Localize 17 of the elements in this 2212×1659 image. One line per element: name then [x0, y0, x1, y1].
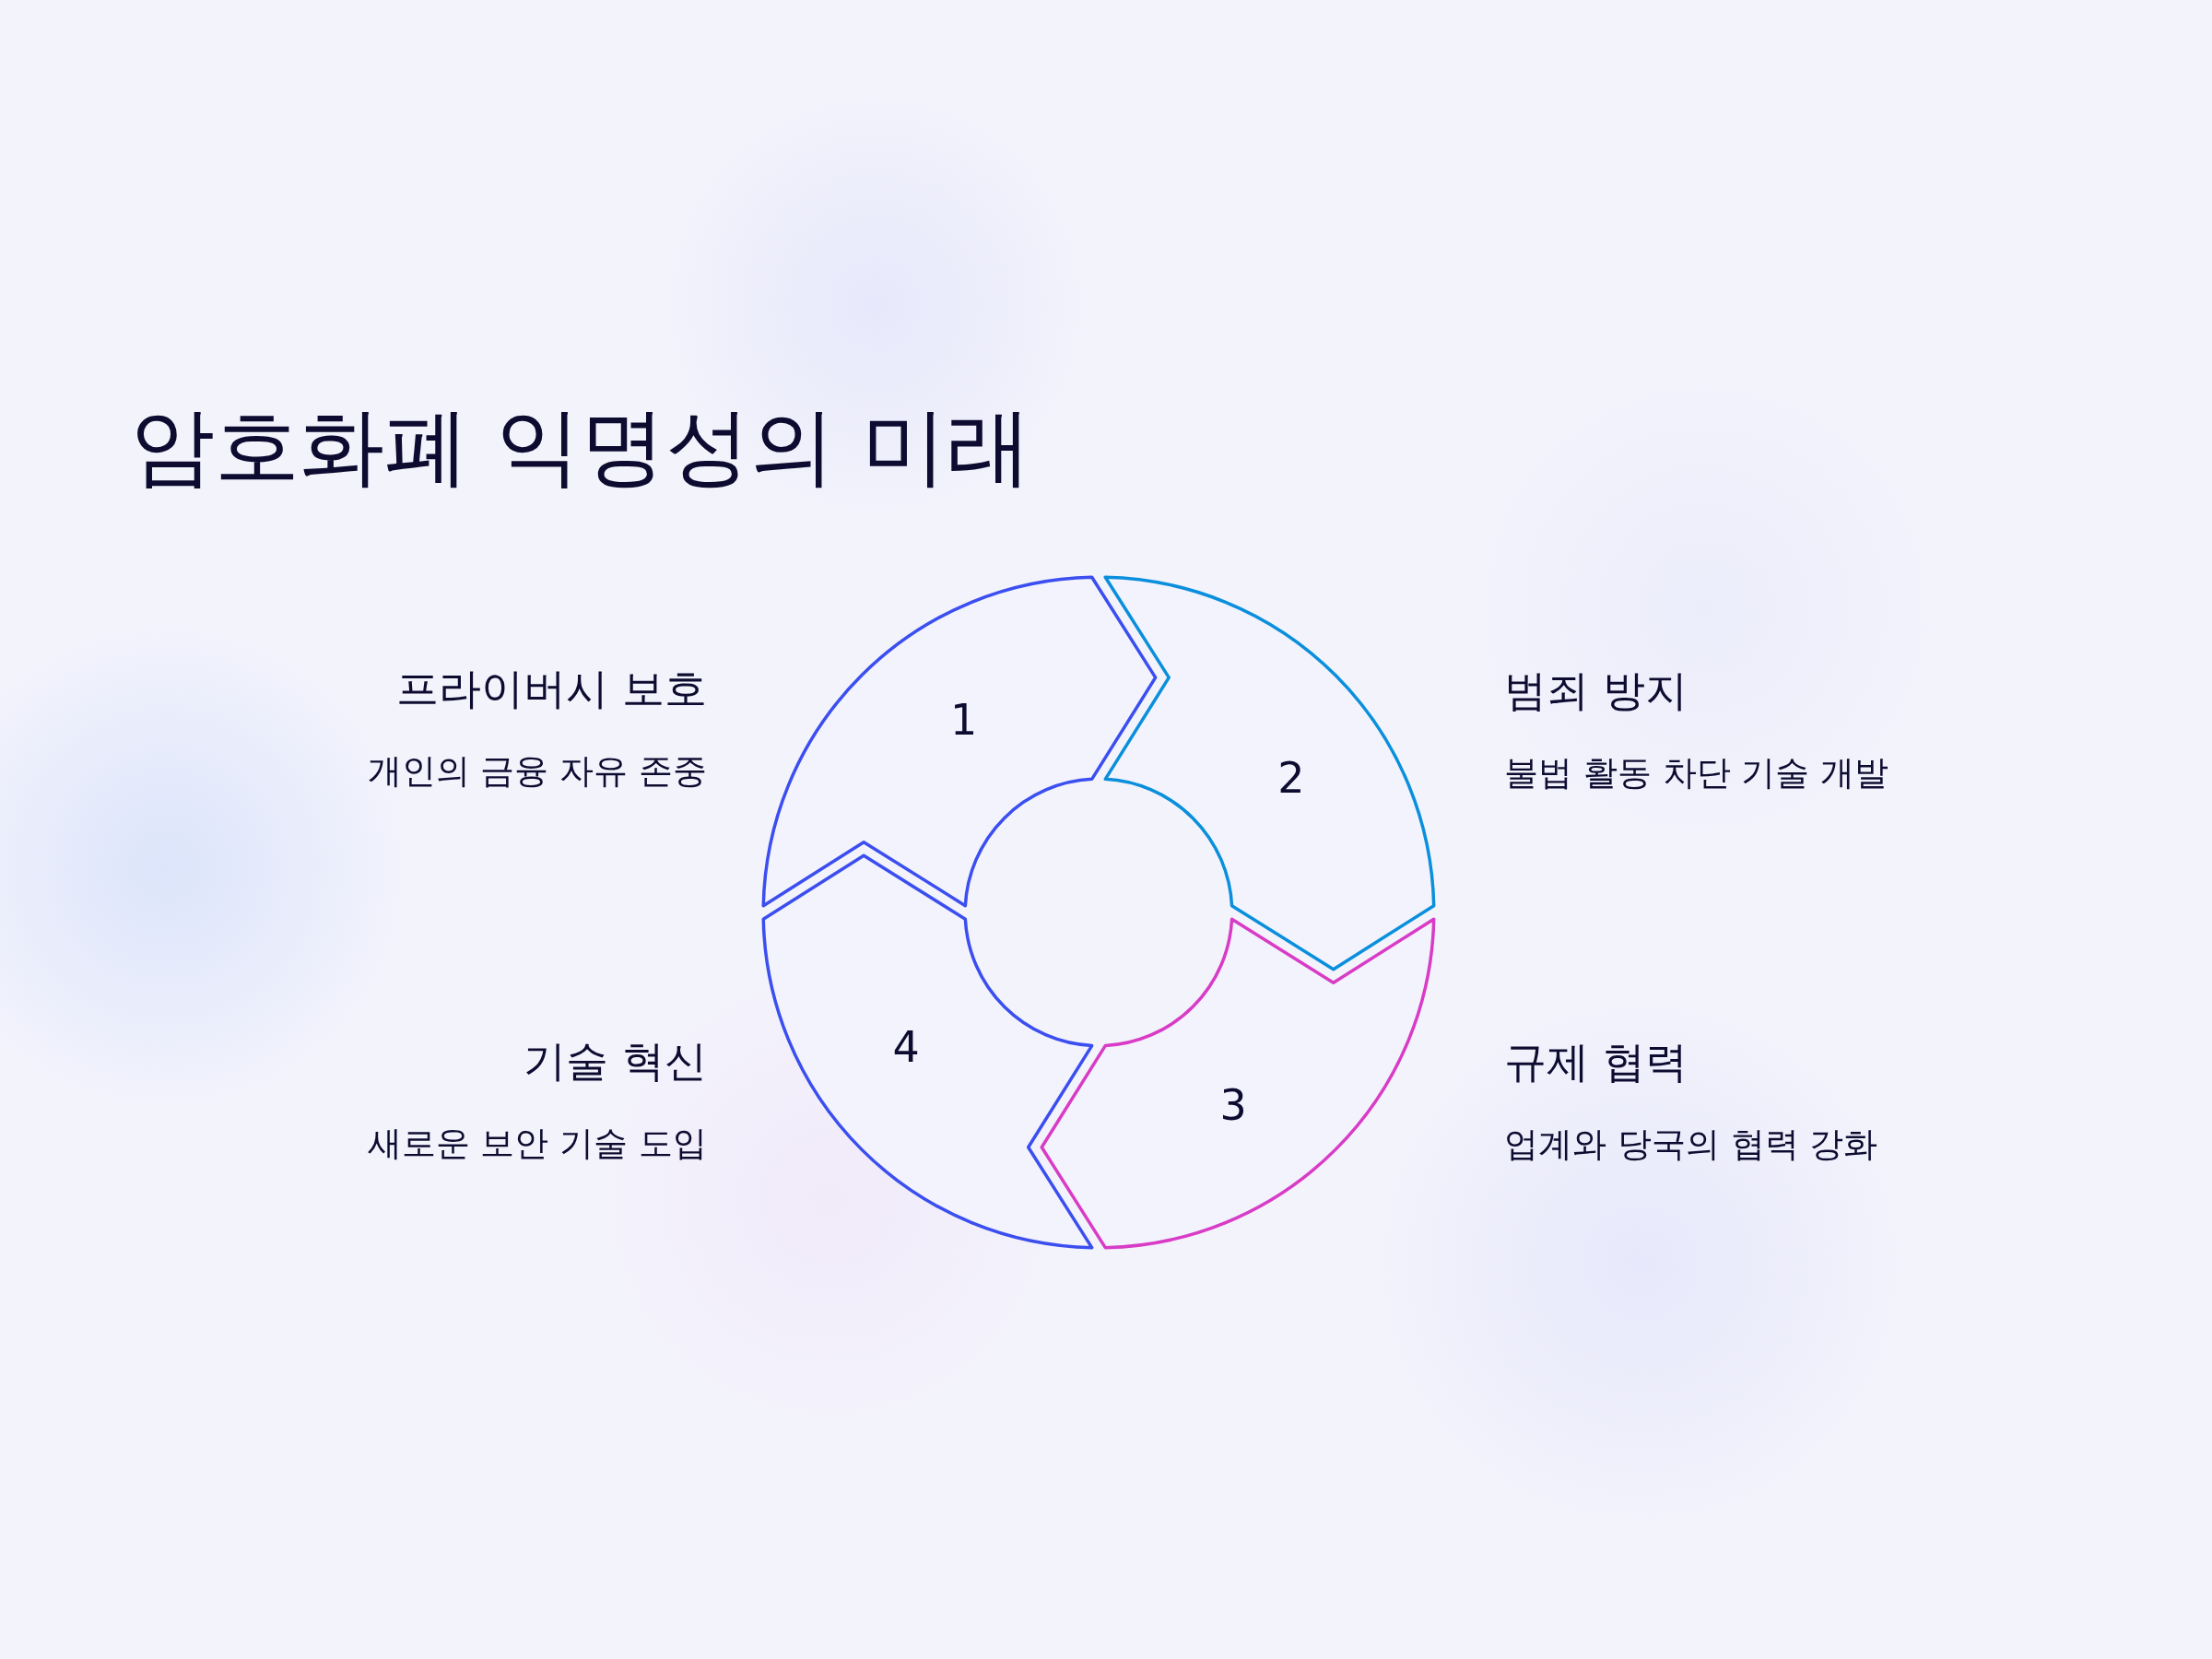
step-number: 2 [1277, 756, 1305, 799]
step-heading: 기술 혁신 [524, 1036, 707, 1088]
step-heading: 규제 협력 [1504, 1037, 1688, 1088]
title: 암호화폐 익명성의 미래 [130, 396, 1032, 498]
step-number: 4 [892, 1026, 920, 1069]
cycle-arrow-segment [760, 853, 1094, 1251]
step-heading: 프라이버시 보호 [396, 664, 707, 715]
step-heading: 범죄 방지 [1504, 665, 1688, 717]
cycle-arrow-segment [760, 574, 1158, 908]
step-number: 3 [1219, 1083, 1247, 1126]
step-description: 새로운 보안 기술 도입 [367, 1124, 707, 1165]
step-number: 1 [950, 699, 978, 742]
cycle-arrow-segment [1103, 574, 1437, 971]
cycle-arrow-segment [1040, 917, 1437, 1251]
step-description: 개인의 금융 자유 존중 [367, 751, 707, 793]
step-description: 불법 활동 차단 기술 개발 [1504, 753, 1889, 794]
step-description: 업계와 당국의 협력 강화 [1504, 1124, 1878, 1166]
